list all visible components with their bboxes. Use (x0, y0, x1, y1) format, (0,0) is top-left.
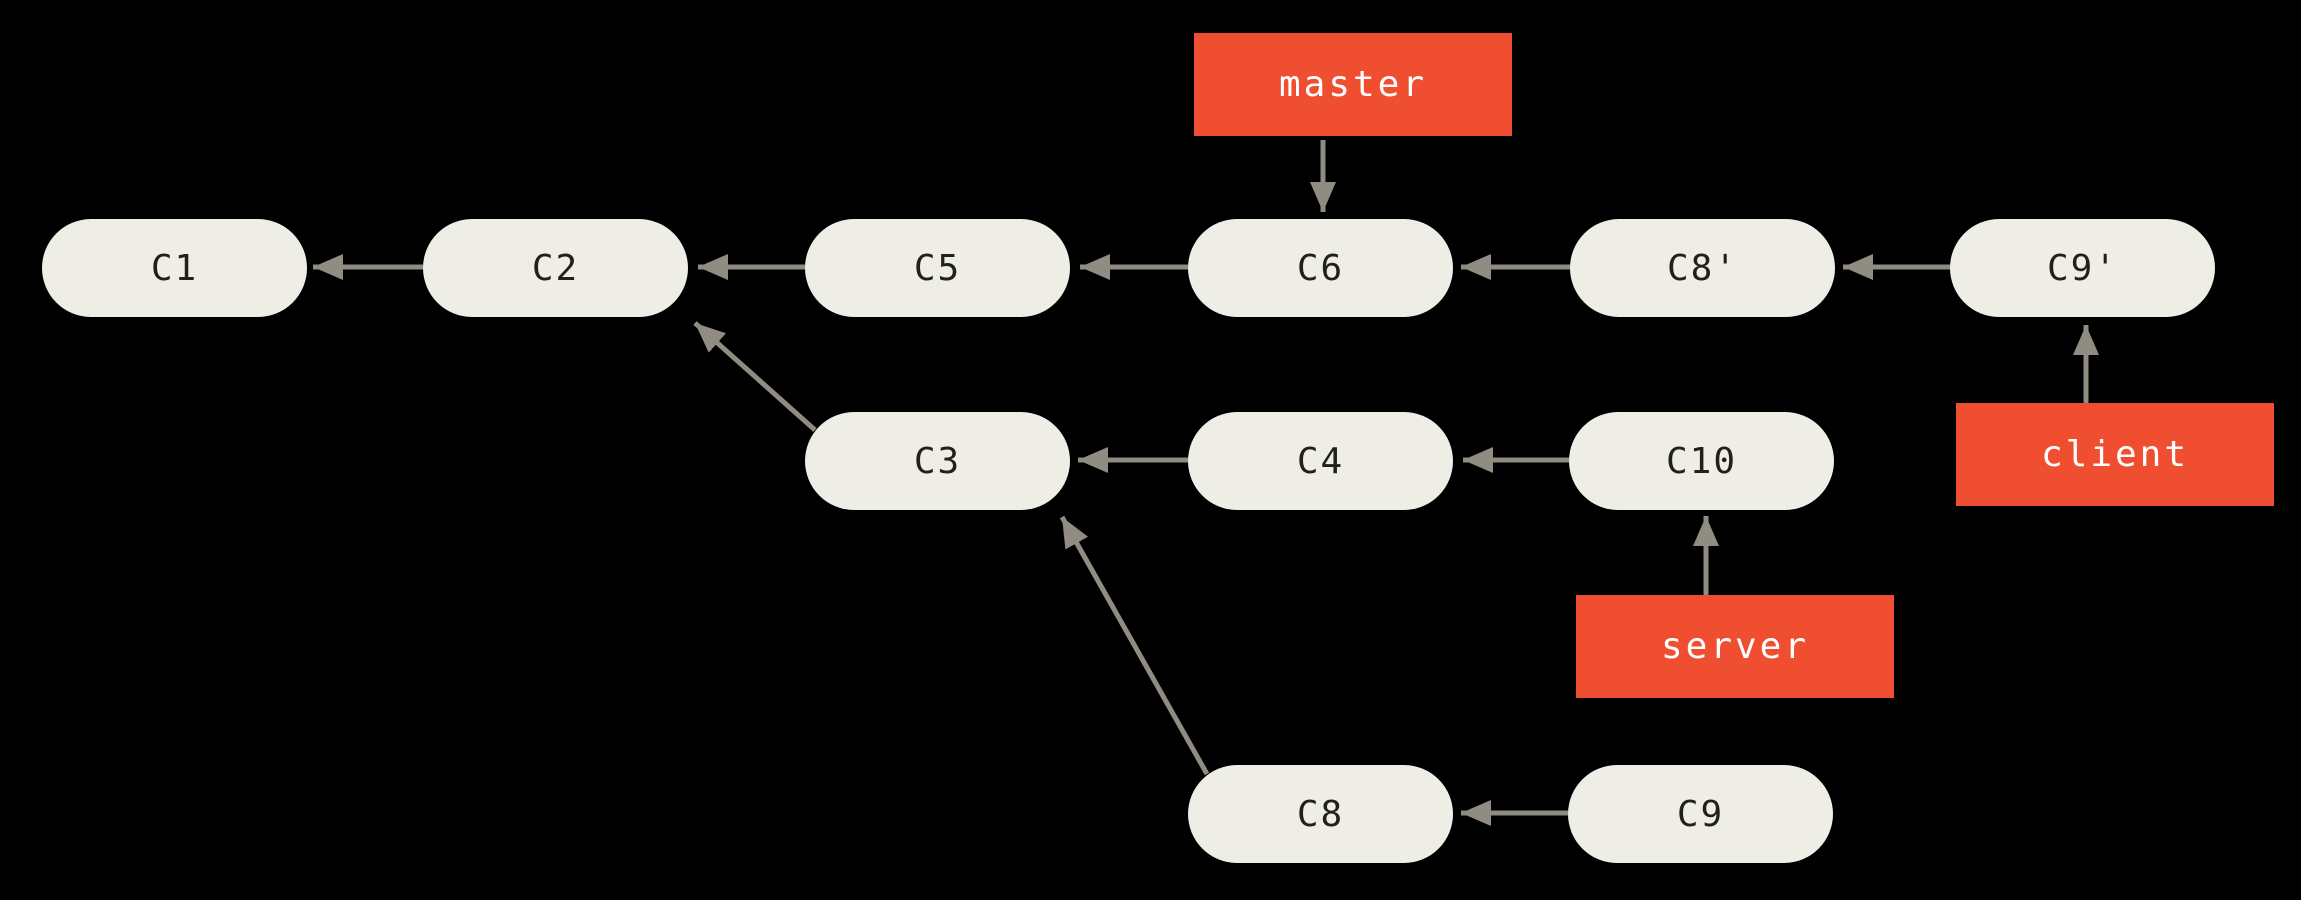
commit-node-c8: C8 (1188, 765, 1453, 863)
branch-label-server: server (1576, 595, 1894, 698)
edge-c3-c2 (693, 321, 817, 432)
commit-node-c5: C5 (805, 219, 1070, 317)
branch-label-client: client (1956, 403, 2274, 506)
edge-c8-c3 (1059, 515, 1210, 776)
commit-node-c10: C10 (1569, 412, 1834, 510)
commit-node-c3: C3 (805, 412, 1070, 510)
commit-node-c9-prime: C9' (1950, 219, 2215, 317)
commit-node-c1: C1 (42, 219, 307, 317)
commit-node-c9: C9 (1568, 765, 1833, 863)
commit-node-c6: C6 (1188, 219, 1453, 317)
branch-label-master: master (1194, 33, 1512, 136)
commit-node-c2: C2 (423, 219, 688, 317)
commit-node-c8-prime: C8' (1570, 219, 1835, 317)
commit-node-c4: C4 (1188, 412, 1453, 510)
